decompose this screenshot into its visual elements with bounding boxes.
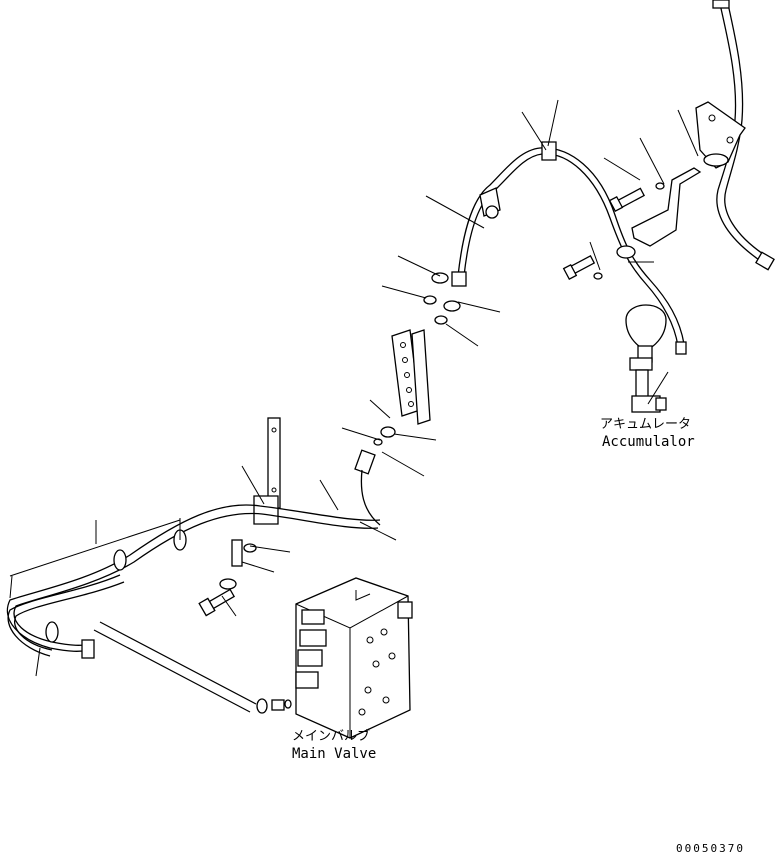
main-valve-label-jp: メインバルブ <box>292 728 370 744</box>
upper-bracket <box>695 101 746 169</box>
arched-hose <box>451 141 687 355</box>
main-valve <box>295 577 413 739</box>
text-labels: アキュムレータ Accumulalor メインバルブ Main Valve 00… <box>292 417 745 855</box>
valve-fasteners <box>198 539 257 617</box>
accumulator <box>625 304 667 413</box>
nuts-and-washers <box>423 272 461 325</box>
clamp-bracket <box>562 167 702 281</box>
main-valve-label-en: Main Valve <box>292 746 376 762</box>
accumulator-label-jp: アキュムレータ <box>600 417 691 432</box>
short-hose <box>354 449 381 526</box>
valve-pipe <box>93 621 292 714</box>
hose-bracket <box>253 417 281 525</box>
mounting-plate <box>373 329 431 446</box>
leader-lines <box>9 99 699 677</box>
lower-hoses <box>6 504 381 659</box>
accumulator-label-en: Accumulalor <box>602 434 695 450</box>
document-number: 00050370 <box>676 842 745 855</box>
